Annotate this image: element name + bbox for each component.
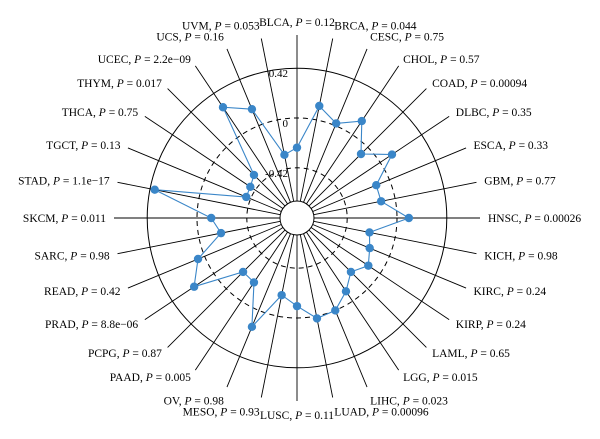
point-uvm <box>280 150 289 160</box>
label-cesc: CESC, P = 0.75 <box>370 32 444 44</box>
point-luad <box>312 314 322 323</box>
label-sarc: SARC, P = 0.98 <box>34 250 109 262</box>
spoke-lgg <box>306 231 400 371</box>
point-gbm <box>376 197 386 206</box>
label-esca: ESCA, P = 0.33 <box>474 140 549 152</box>
label-meso: MESO, P = 0.93 <box>183 406 260 418</box>
label-pcpg: PCPG, P = 0.87 <box>88 348 162 360</box>
ring-2 <box>246 167 348 269</box>
point-lusc <box>292 301 302 311</box>
point-pcpg <box>238 267 248 277</box>
spoke-ov <box>226 233 291 388</box>
label-thca: THCA, P = 0.75 <box>62 107 139 119</box>
label-coad: COAD, P = 0.00094 <box>432 78 527 90</box>
point-thca <box>246 182 255 192</box>
label-kirc: KIRC, P = 0.24 <box>474 286 547 298</box>
spoke-laml <box>308 229 427 348</box>
label-stad: STAD, P = 1.1e−17 <box>18 176 110 188</box>
label-paad: PAAD, P = 0.005 <box>110 372 191 384</box>
label-gbm: GBM, P = 0.77 <box>484 176 556 188</box>
label-lgg: LGG, P = 0.015 <box>403 372 478 384</box>
radar-axes <box>114 35 480 401</box>
inner-ring <box>279 200 315 236</box>
label-read: READ, P = 0.42 <box>44 286 121 298</box>
label-lusc: LUSC, P = 0.11 <box>260 410 334 422</box>
label-ov: OV, P = 0.98 <box>164 396 225 408</box>
ring-tick-label-1: 0 <box>283 118 289 130</box>
ring-tick-label-2: -0.42 <box>265 168 288 180</box>
label-uvm: UVM, P = 0.053 <box>182 21 260 33</box>
point-ov <box>247 322 257 332</box>
point-esca <box>372 180 381 190</box>
point-stad <box>150 185 159 194</box>
point-chol <box>357 116 366 126</box>
point-brca <box>315 101 324 111</box>
label-chol: CHOL, P = 0.57 <box>403 54 480 66</box>
point-skcm <box>207 213 216 223</box>
point-ucs <box>247 104 257 114</box>
point-ucec <box>218 103 228 112</box>
point-paad <box>249 278 259 287</box>
point-hnsc <box>404 213 414 223</box>
point-cesc <box>331 119 341 128</box>
spoke-chol <box>306 65 400 205</box>
label-blca: BLCA, P = 0.12 <box>259 17 335 29</box>
ring-tick-label-0: 0.42 <box>269 68 288 80</box>
label-luad: LUAD, P = 0.00096 <box>334 406 429 418</box>
label-ucec: UCEC, P = 2.2e−09 <box>98 54 191 66</box>
point-kirc <box>365 243 374 253</box>
spoke-meso <box>260 234 295 398</box>
point-prad <box>189 282 199 291</box>
ring-1 <box>196 117 398 319</box>
spoke-coad <box>308 88 427 207</box>
spoke-ucec <box>194 65 288 205</box>
point-laml <box>346 267 356 277</box>
spoke-ucs <box>226 48 291 203</box>
spoke-sarc <box>117 220 281 255</box>
label-dlbc: DLBC, P = 0.35 <box>456 107 532 119</box>
label-tgct: TGCT, P = 0.13 <box>46 140 121 152</box>
spoke-thym <box>167 88 286 207</box>
label-lihc: LIHC, P = 0.023 <box>370 396 448 408</box>
label-ucs: UCS, P = 0.16 <box>156 32 224 44</box>
label-brca: BRCA, P = 0.044 <box>334 21 416 33</box>
label-kirp: KIRP, P = 0.24 <box>456 319 526 331</box>
label-kich: KICH, P = 0.98 <box>484 250 558 262</box>
point-coad <box>356 149 366 159</box>
point-lgg <box>341 287 351 296</box>
point-blca <box>292 143 302 152</box>
radar-rings: 0.42 0 -0.42 <box>146 67 448 369</box>
point-kirp <box>364 261 373 270</box>
label-laml: LAML, P = 0.65 <box>432 348 510 360</box>
point-lihc <box>331 306 340 315</box>
point-thym <box>249 170 259 180</box>
label-prad: PRAD, P = 8.8e−06 <box>45 319 138 331</box>
point-dlbc <box>387 150 397 159</box>
label-hnsc: HNSC, P = 0.00026 <box>488 213 581 225</box>
spoke-paad <box>194 231 288 371</box>
point-read <box>193 254 203 264</box>
point-sarc <box>216 228 226 238</box>
ring-0 <box>146 67 448 369</box>
label-skcm: SKCM, P = 0.011 <box>23 213 106 225</box>
label-thym: THYM, P = 0.017 <box>77 78 162 90</box>
point-tgct <box>242 192 251 202</box>
point-kich <box>365 228 374 237</box>
point-meso <box>277 290 286 300</box>
radar-series <box>150 101 414 332</box>
